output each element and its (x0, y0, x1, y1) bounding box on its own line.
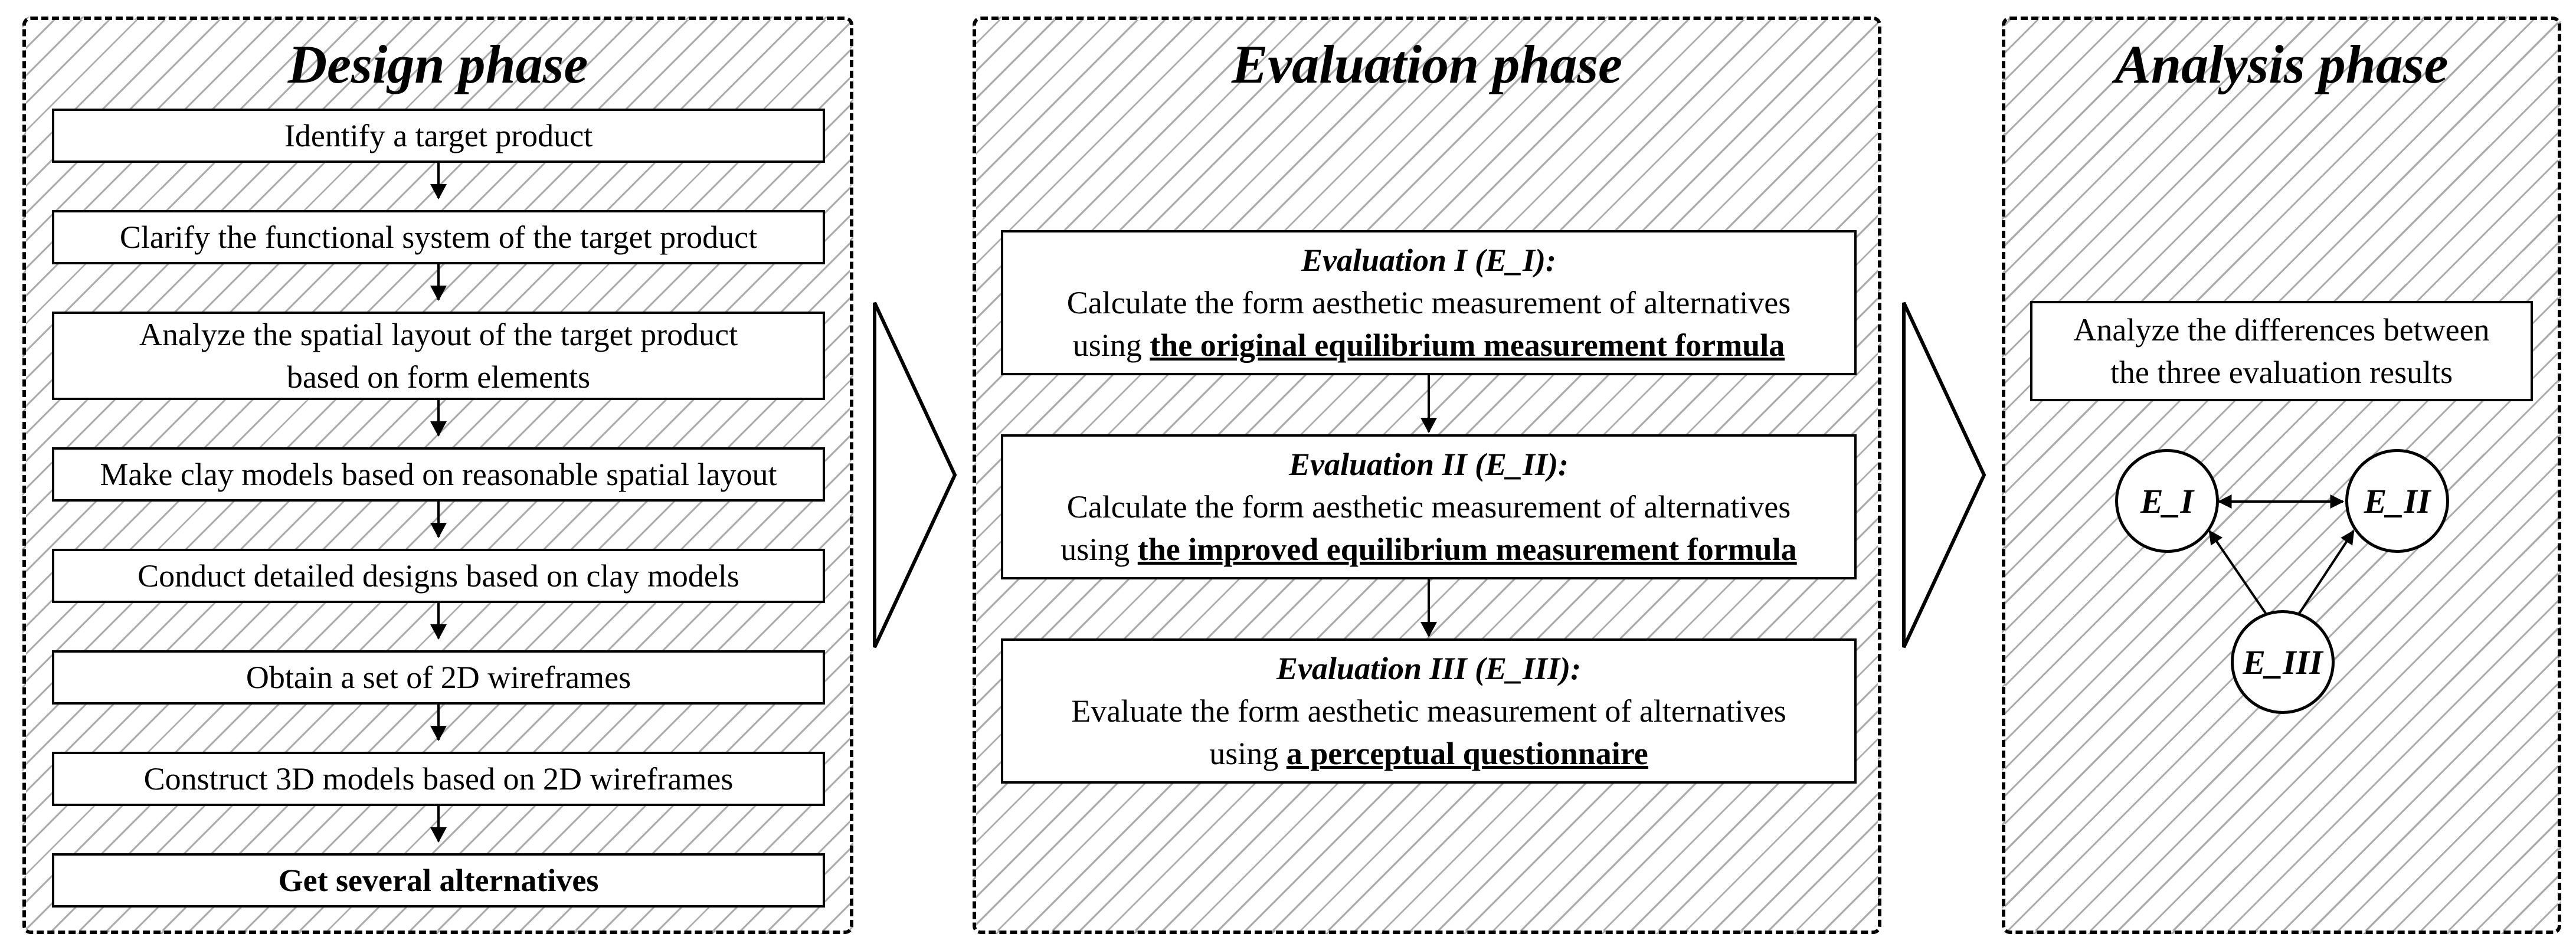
evaluation-iii-method-line: using a perceptual questionnaire (1209, 732, 1648, 775)
evaluation-iii-heading: Evaluation III (E_III): (1276, 651, 1582, 686)
step-analyze-spatial-layout-line1: Analyze the spatial layout of the target… (139, 317, 738, 352)
evaluation-ii-box: Evaluation II (E_II): Calculate the form… (1001, 434, 1857, 579)
step-identify-product-label: Identify a target product (284, 118, 593, 153)
evaluation-phase-panel: Evaluation phase Evaluation I (E_I): Cal… (973, 17, 1881, 934)
design-phase-title: Design phase (287, 34, 588, 94)
evaluation-ii-method: the improved equilibrium measurement for… (1137, 532, 1797, 567)
evaluation-i-box: Evaluation I (E_I): Calculate the form a… (1001, 230, 1857, 375)
evaluation-ii-heading: Evaluation II (E_II): (1288, 447, 1569, 482)
step-analyze-spatial-layout-line2: based on form elements (286, 359, 591, 395)
node-e-ii: E_II (2345, 449, 2449, 553)
node-e-i-label: E_I (2140, 481, 2194, 520)
flow-arrow (1420, 579, 1437, 637)
evaluation-i-prefix: using (1072, 327, 1150, 363)
flow-arrow (1420, 375, 1437, 433)
node-e-iii-label: E_III (2243, 643, 2323, 682)
evaluation-i-description: Calculate the form aesthetic measurement… (1066, 285, 1791, 320)
evaluation-iii-description: Evaluate the form aesthetic measurement … (1071, 693, 1786, 729)
step-identify-product: Identify a target product (52, 109, 825, 163)
flow-arrow (430, 603, 447, 640)
analysis-phase-title: Analysis phase (2115, 34, 2449, 94)
step-analyze-spatial-layout: Analyze the spatial layout of the target… (52, 312, 825, 400)
analysis-phase-panel: Analysis phase Analyze the differences b… (2002, 17, 2561, 934)
flow-arrow (430, 163, 447, 199)
step-obtain-wireframes: Obtain a set of 2D wireframes (52, 650, 825, 705)
flow-arrow (430, 264, 447, 301)
step-get-alternatives-label: Get several alternatives (278, 863, 599, 898)
step-clarify-functional-system-label: Clarify the functional system of the tar… (119, 220, 758, 255)
step-make-clay-models-label: Make clay models based on reasonable spa… (100, 457, 777, 492)
step-get-alternatives: Get several alternatives (52, 853, 825, 908)
flow-arrow (430, 502, 447, 538)
link-e1-e3 (2208, 530, 2277, 629)
step-conduct-detailed-designs: Conduct detailed designs based on clay m… (52, 549, 825, 603)
step-construct-3d-models-label: Construct 3D models based on 2D wirefram… (143, 761, 734, 797)
node-e-i: E_I (2115, 449, 2219, 553)
design-phase-panel: Design phase Identify a target product C… (22, 17, 853, 934)
evaluation-phase-title: Evaluation phase (1231, 34, 1622, 94)
analysis-summary-line2: the three evaluation results (2110, 355, 2453, 390)
analysis-summary-line1: Analyze the differences between (2073, 312, 2490, 348)
evaluation-iii-method: a perceptual questionnaire (1286, 736, 1648, 771)
flow-arrow (430, 705, 447, 741)
flow-arrow (430, 806, 447, 843)
step-make-clay-models: Make clay models based on reasonable spa… (52, 447, 825, 502)
node-e-ii-label: E_II (2364, 481, 2431, 520)
step-obtain-wireframes-label: Obtain a set of 2D wireframes (246, 660, 631, 695)
evaluation-ii-prefix: using (1060, 532, 1138, 567)
node-e-iii: E_III (2231, 610, 2335, 714)
step-construct-3d-models: Construct 3D models based on 2D wirefram… (52, 752, 825, 806)
evaluation-ii-description: Calculate the form aesthetic measurement… (1066, 489, 1791, 525)
analysis-summary-box: Analyze the differences between the thre… (2030, 301, 2533, 401)
flow-arrow (430, 400, 447, 437)
evaluation-i-heading: Evaluation I (E_I): (1301, 243, 1557, 278)
evaluation-iii-prefix: using (1209, 736, 1287, 771)
evaluation-i-method-line: using the original equilibrium measureme… (1073, 324, 1785, 366)
evaluation-ii-method-line: using the improved equilibrium measureme… (1060, 528, 1796, 571)
phase-transition-chevron-1 (873, 302, 957, 648)
evaluation-iii-box: Evaluation III (E_III): Evaluate the for… (1001, 638, 1857, 784)
link-e2-e3 (2289, 529, 2355, 630)
phase-transition-chevron-2 (1902, 302, 1986, 648)
step-conduct-detailed-designs-label: Conduct detailed designs based on clay m… (138, 558, 739, 594)
evaluation-i-method: the original equilibrium measurement for… (1150, 327, 1785, 363)
step-clarify-functional-system: Clarify the functional system of the tar… (52, 210, 825, 264)
evaluation-comparison-links (2208, 494, 2355, 630)
